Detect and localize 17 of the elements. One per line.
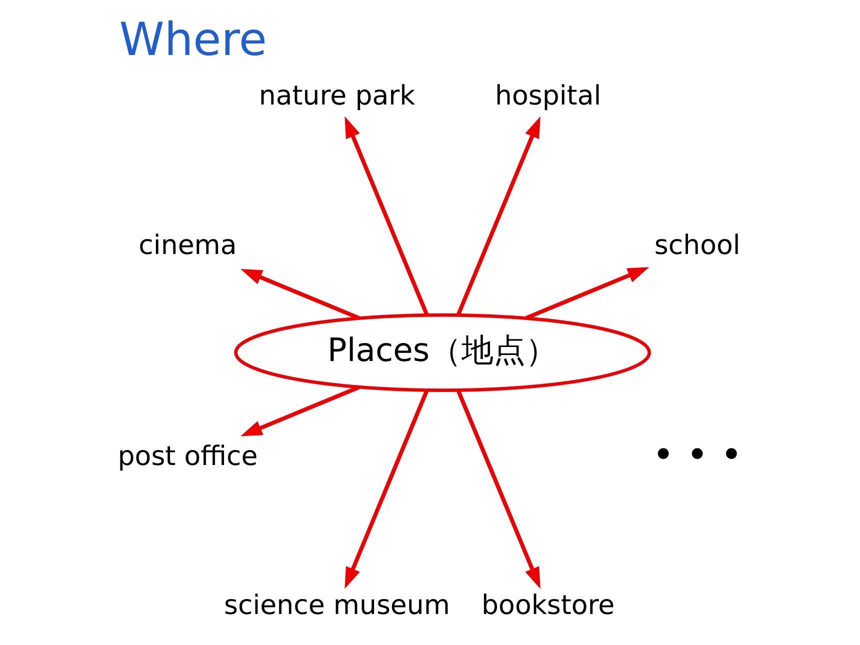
node-text: hospital	[494, 80, 601, 112]
node-text: bookstore	[481, 590, 614, 622]
arrow	[525, 267, 649, 320]
arrow	[344, 390, 428, 589]
node-ellipse: Places（地点）	[234, 313, 650, 392]
node-text: science museum	[224, 590, 450, 622]
node-text: nature park	[258, 80, 415, 112]
label: • • •	[652, 432, 742, 476]
arrow	[344, 116, 428, 316]
node-text: post office	[117, 440, 258, 472]
diagram-title: Where	[118, 13, 266, 66]
node-text: school	[654, 230, 740, 261]
arrow	[240, 269, 360, 320]
node-text: cinema	[138, 230, 236, 261]
arrow	[456, 116, 540, 316]
arrow	[240, 386, 360, 436]
arrow	[456, 390, 540, 589]
